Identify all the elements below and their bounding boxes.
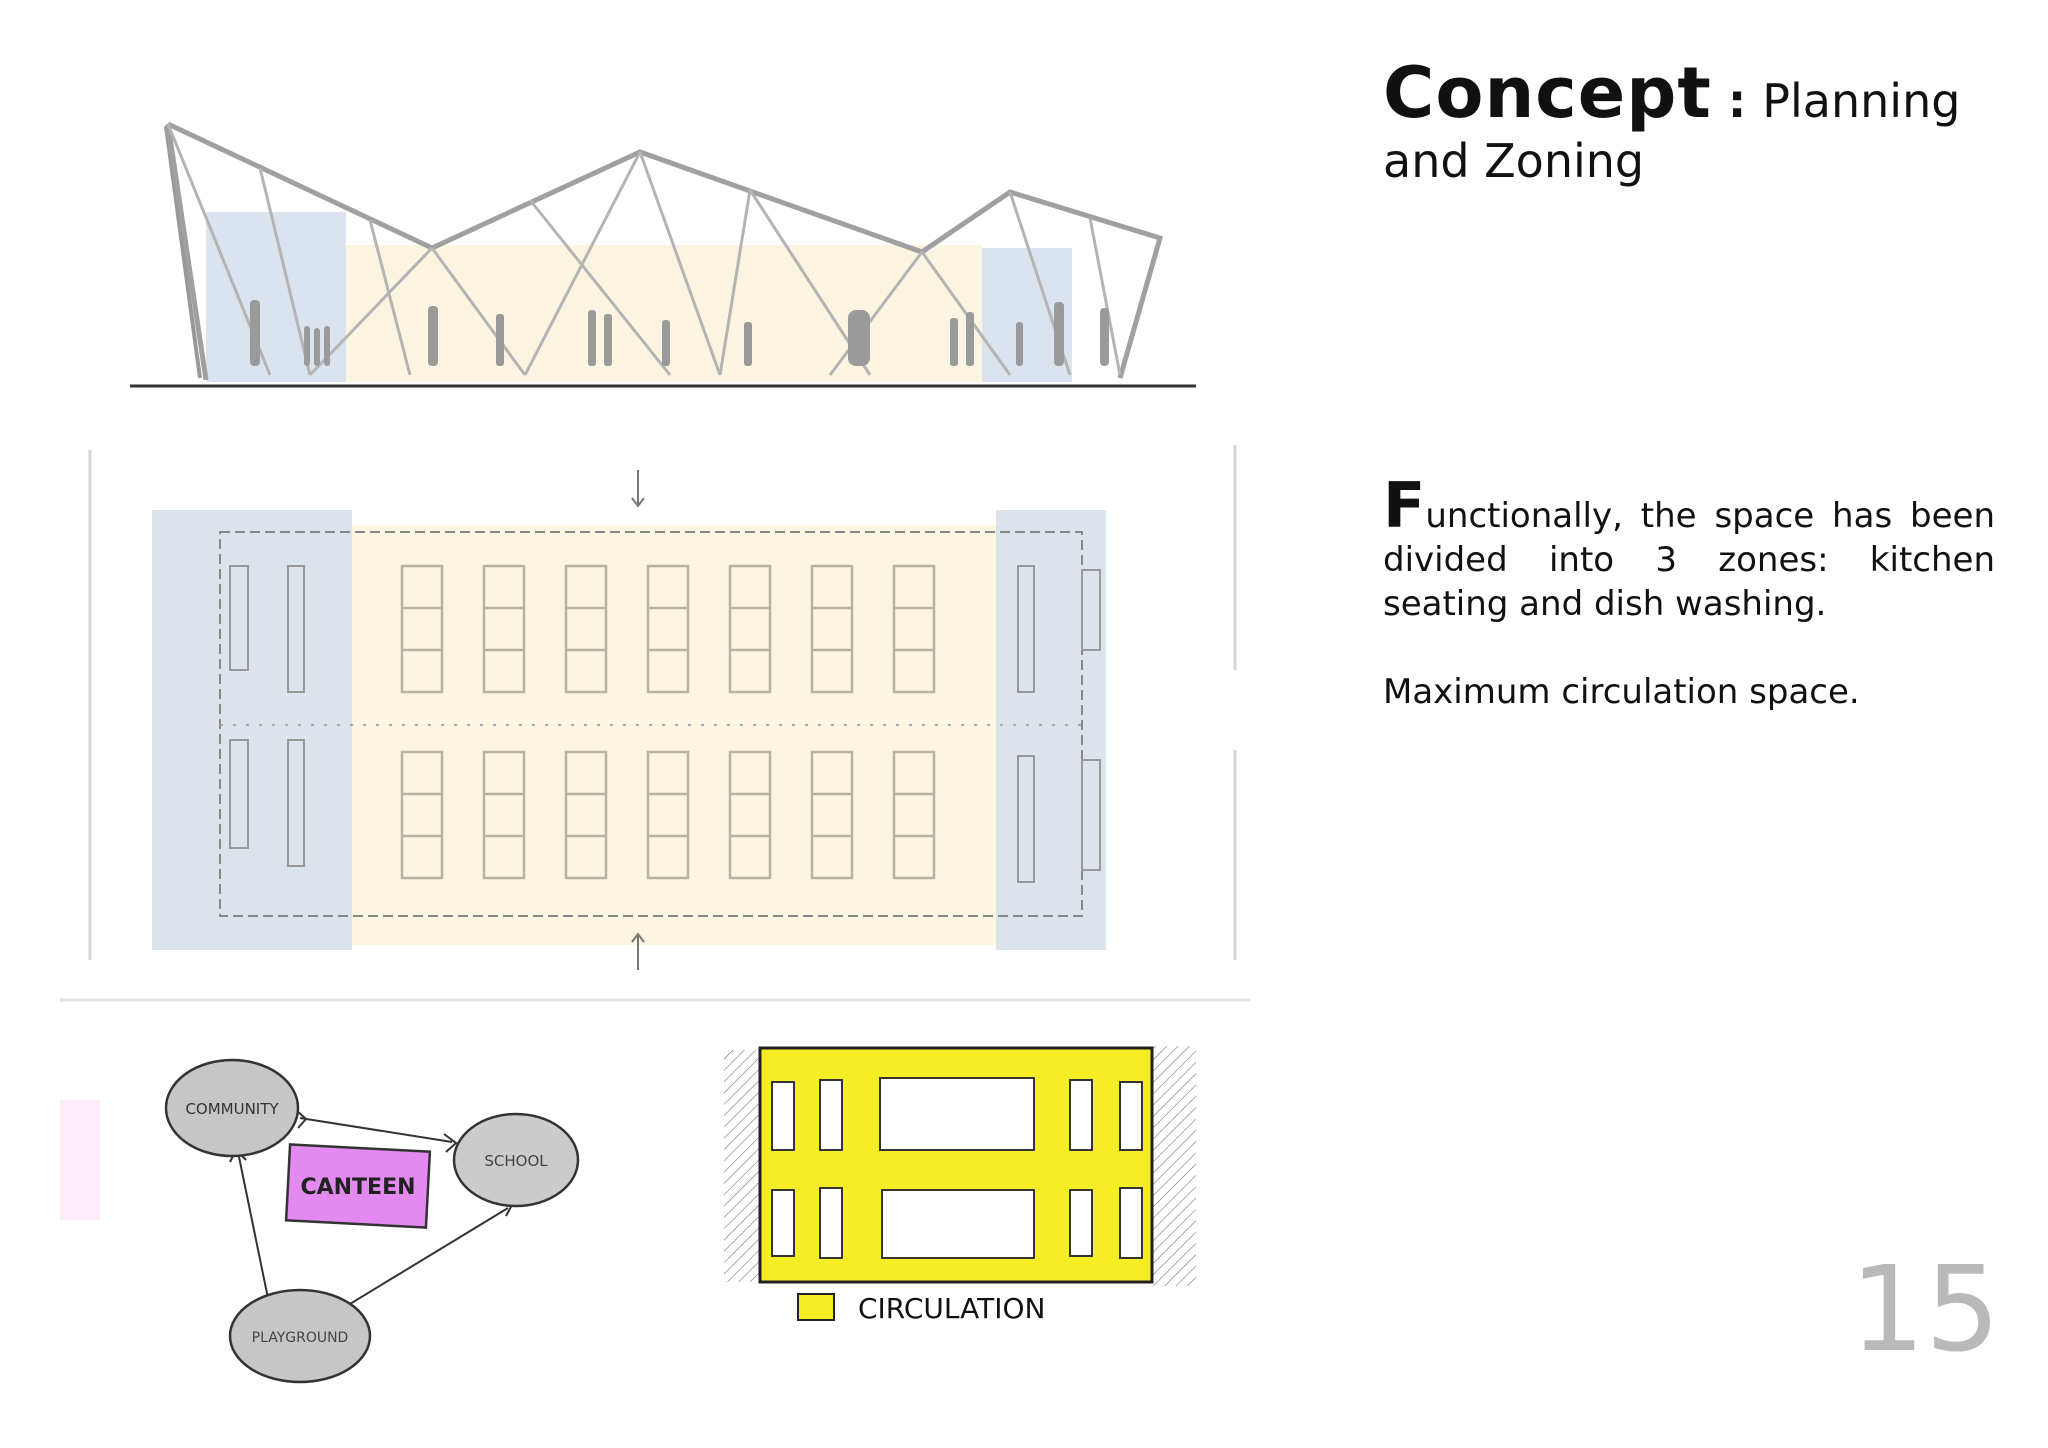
node-playground-bubble bbox=[228, 1288, 372, 1384]
canteen-box bbox=[284, 1143, 432, 1229]
title-subtitle: Planning bbox=[1762, 74, 1961, 128]
kitchen-zone-plan bbox=[152, 510, 352, 950]
paragraph-zones-text: unctionally, the space has been divided … bbox=[1383, 496, 1995, 624]
paragraph-zones: Functionally, the space has been divided… bbox=[1383, 475, 1995, 626]
people-silhouettes bbox=[250, 300, 1109, 366]
title-subtitle-line2: and Zoning bbox=[1383, 134, 1645, 188]
roof-outline bbox=[164, 125, 202, 379]
drop-cap: F bbox=[1383, 469, 1426, 542]
truss-members bbox=[166, 123, 1122, 377]
circulation-sketch: CIRCULATION bbox=[724, 1046, 1196, 1325]
title-main: Concept bbox=[1383, 52, 1712, 134]
node-school-bubble bbox=[452, 1112, 580, 1208]
node-playground-label: PLAYGROUND bbox=[252, 1330, 349, 1346]
node-community-bubble bbox=[164, 1058, 300, 1158]
node-community-label: COMMUNITY bbox=[185, 1100, 279, 1118]
washing-zone-plan bbox=[996, 510, 1106, 950]
page-title: Concept : Planning and Zoning bbox=[1383, 52, 2023, 188]
paragraph-circulation: Maximum circulation space. bbox=[1383, 672, 1860, 712]
title-separator: : bbox=[1711, 74, 1763, 128]
circulation-legend-swatch bbox=[797, 1293, 835, 1321]
elevation-drawing bbox=[130, 121, 1196, 388]
seating-zone-plan bbox=[352, 525, 1032, 945]
body-text: Functionally, the space has been divided… bbox=[1383, 475, 1995, 714]
canteen-label: CANTEEN bbox=[300, 1175, 415, 1200]
relationship-diagram: COMMUNITY SCHOOL PLAYGROUND CANTEEN bbox=[60, 1058, 580, 1384]
seating-tables bbox=[400, 564, 936, 880]
circulation-legend-label: CIRCULATION bbox=[858, 1292, 1045, 1325]
node-school-label: SCHOOL bbox=[484, 1152, 548, 1170]
floor-plan bbox=[60, 445, 1250, 1002]
page-number: 15 bbox=[1850, 1240, 2001, 1378]
